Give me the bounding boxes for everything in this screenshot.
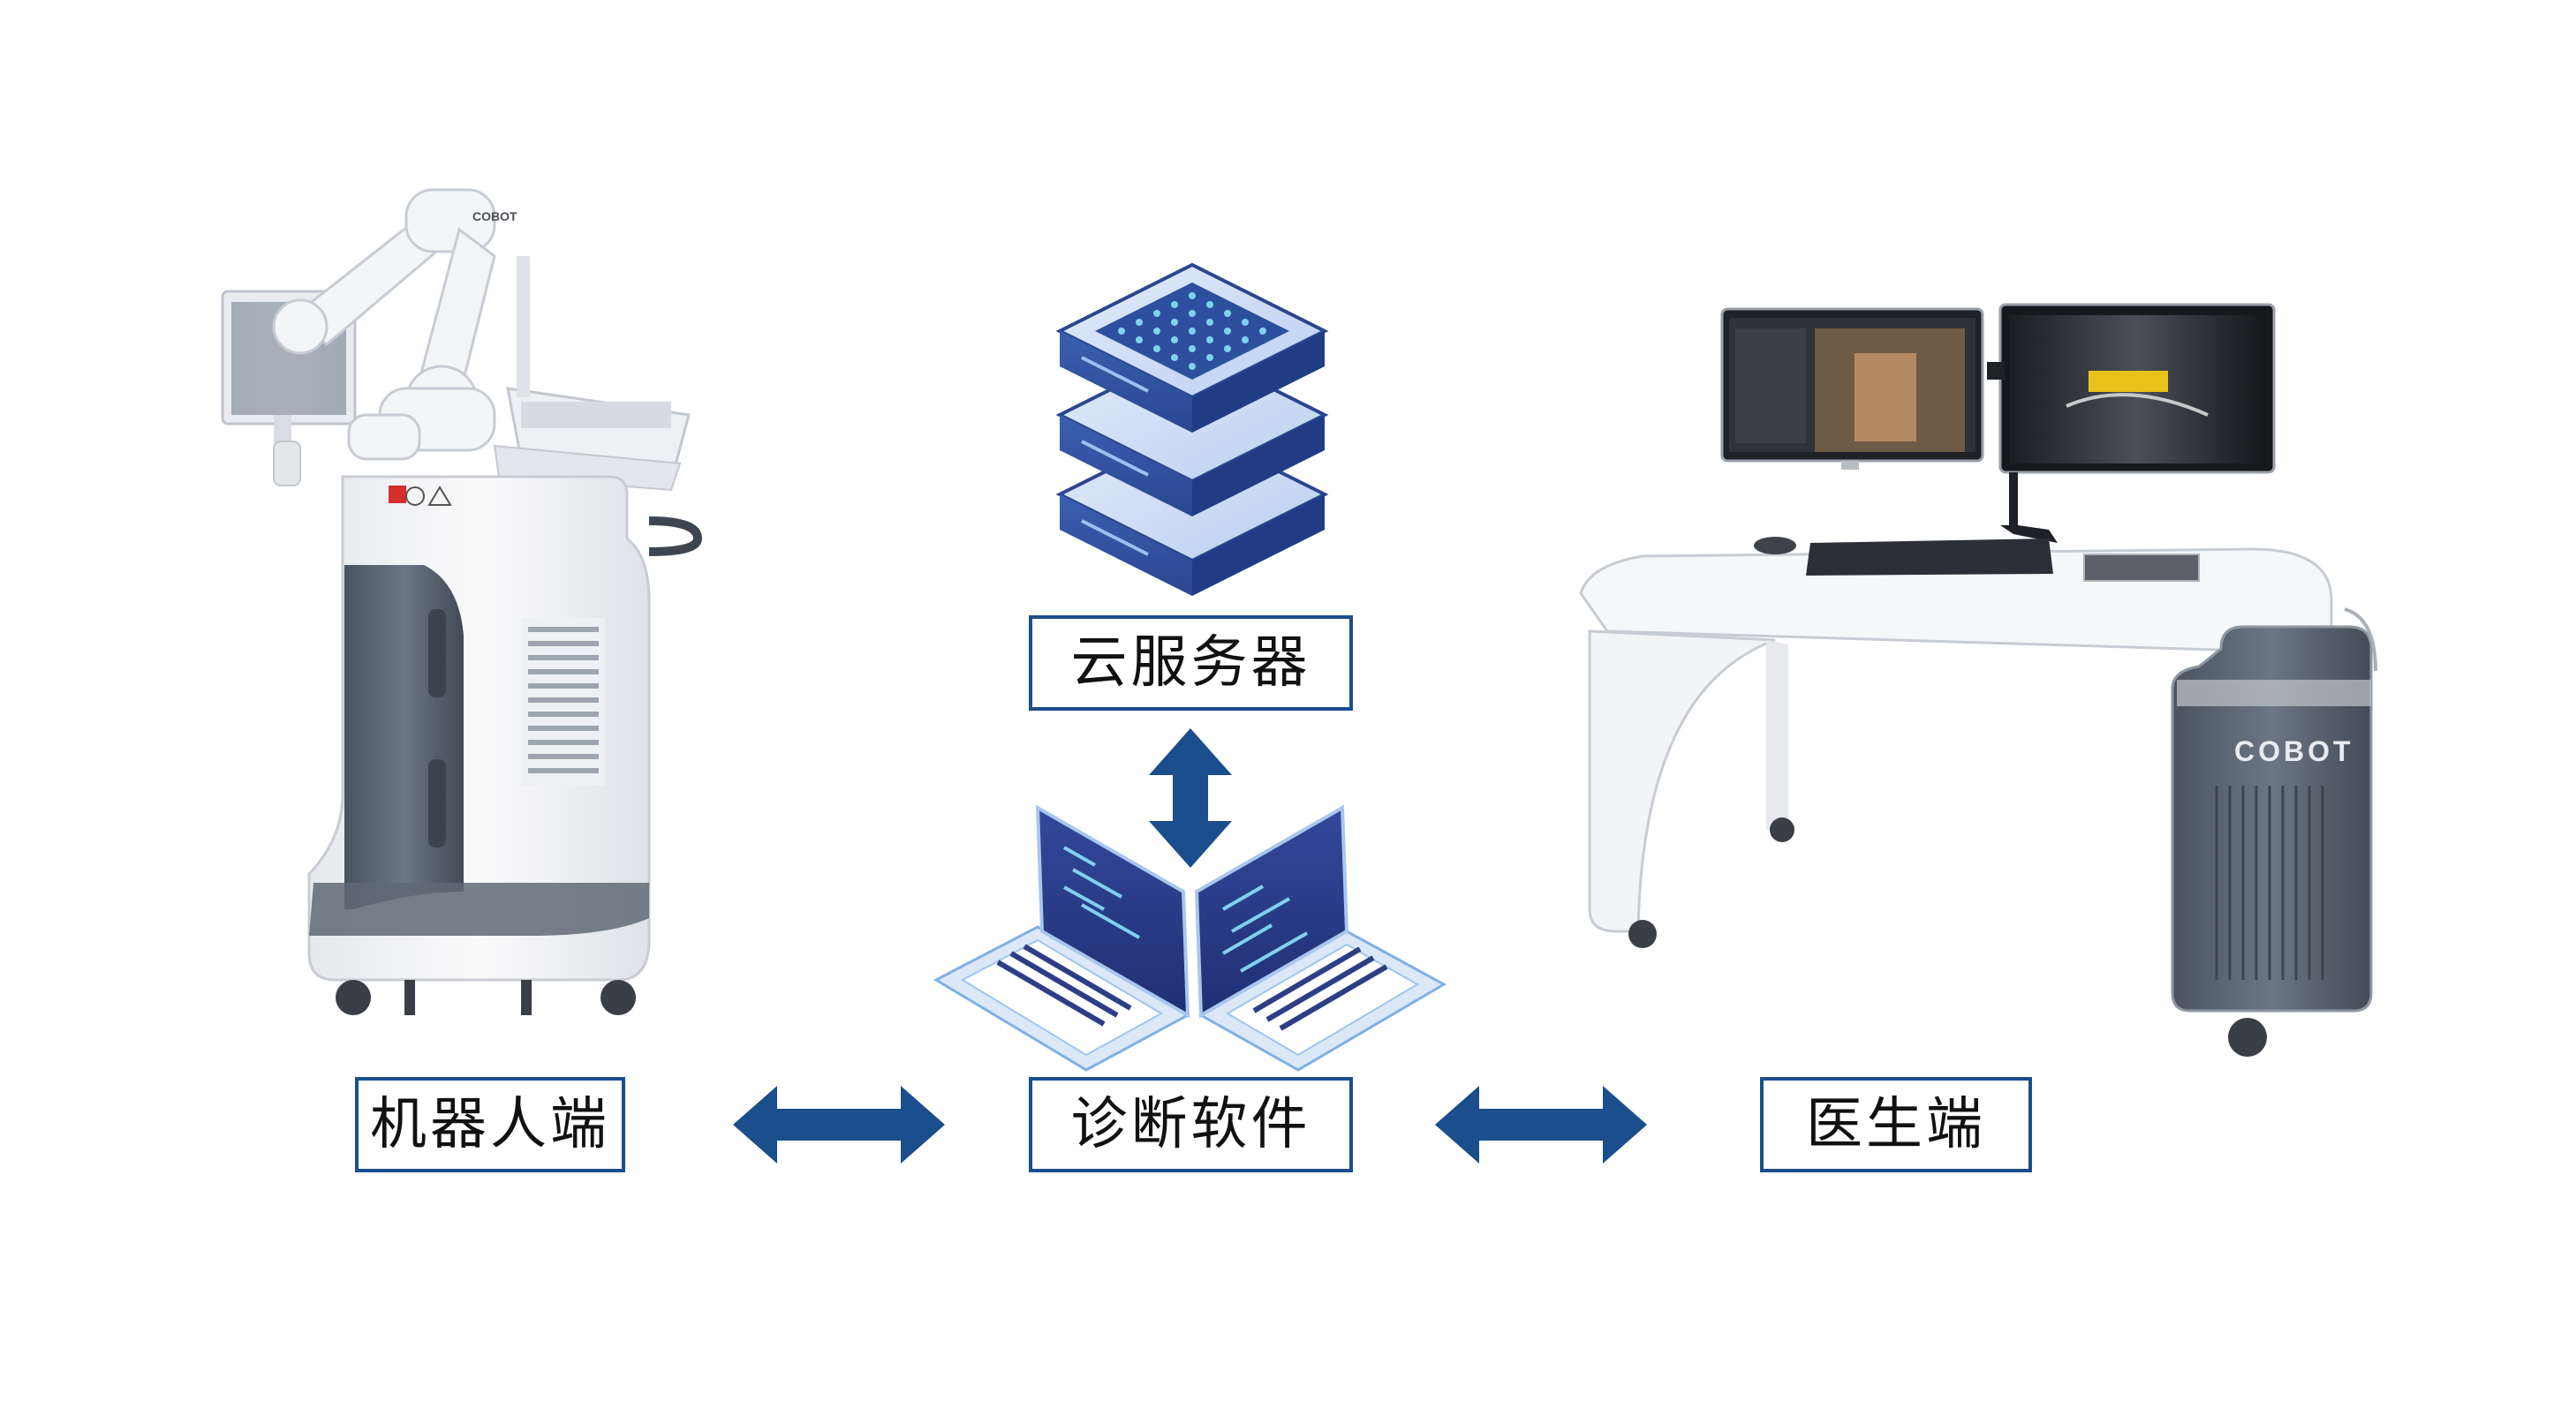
cabinet-vent: [2215, 786, 2324, 980]
ultrasound-console: [493, 256, 691, 492]
diagnosis-software-label: 诊断软件: [1070, 1092, 1311, 1157]
arrow-cloud-software: [1149, 728, 1232, 868]
doctor-desk: [1579, 537, 2333, 948]
cloud-server-stack: [1055, 262, 1329, 596]
diagnosis-software-label-box: 诊断软件: [1029, 1077, 1353, 1172]
robot-arm-brand: COBOT: [472, 209, 517, 223]
robot-cart-body: [307, 475, 703, 982]
doctor-cabinet: COBOT: [2171, 607, 2377, 1057]
doctor-monitor-left: [1720, 307, 1984, 470]
arrow-software-doctor: [1435, 1086, 1647, 1164]
server-top-dots: [1118, 292, 1266, 370]
laptop-left-keyboard: [996, 944, 1132, 1027]
laptop-right-code: [1221, 885, 1308, 973]
laptop-left-code: [1063, 846, 1140, 939]
laptop-left: [933, 804, 1191, 1072]
doctor-end-label: 医生端: [1806, 1092, 1986, 1157]
robot-cart-device: COBOT: [221, 188, 703, 1015]
monitor-stand: [1987, 362, 2058, 543]
robot-wheels: [336, 980, 636, 1015]
robot-end-label-box: 机器人端: [355, 1077, 625, 1172]
cloud-server-label: 云服务器: [1070, 630, 1311, 696]
cloud-server-label-box: 云服务器: [1029, 615, 1353, 711]
laptop-right-keyboard: [1252, 946, 1388, 1031]
robot-arm: [272, 188, 496, 461]
robot-end-label: 机器人端: [370, 1092, 610, 1157]
robot-vent-grille: [521, 618, 605, 786]
laptop-right: [1194, 804, 1447, 1072]
arrow-robot-software: [733, 1086, 945, 1164]
doctor-end-label-box: 医生端: [1760, 1077, 2032, 1172]
doctor-monitor-right: [1998, 303, 2276, 474]
doctor-cabinet-brand: COBOT: [2234, 735, 2354, 767]
server-layer-top: [1055, 262, 1329, 433]
doctor-workstation: COBOT: [1579, 303, 2377, 1057]
